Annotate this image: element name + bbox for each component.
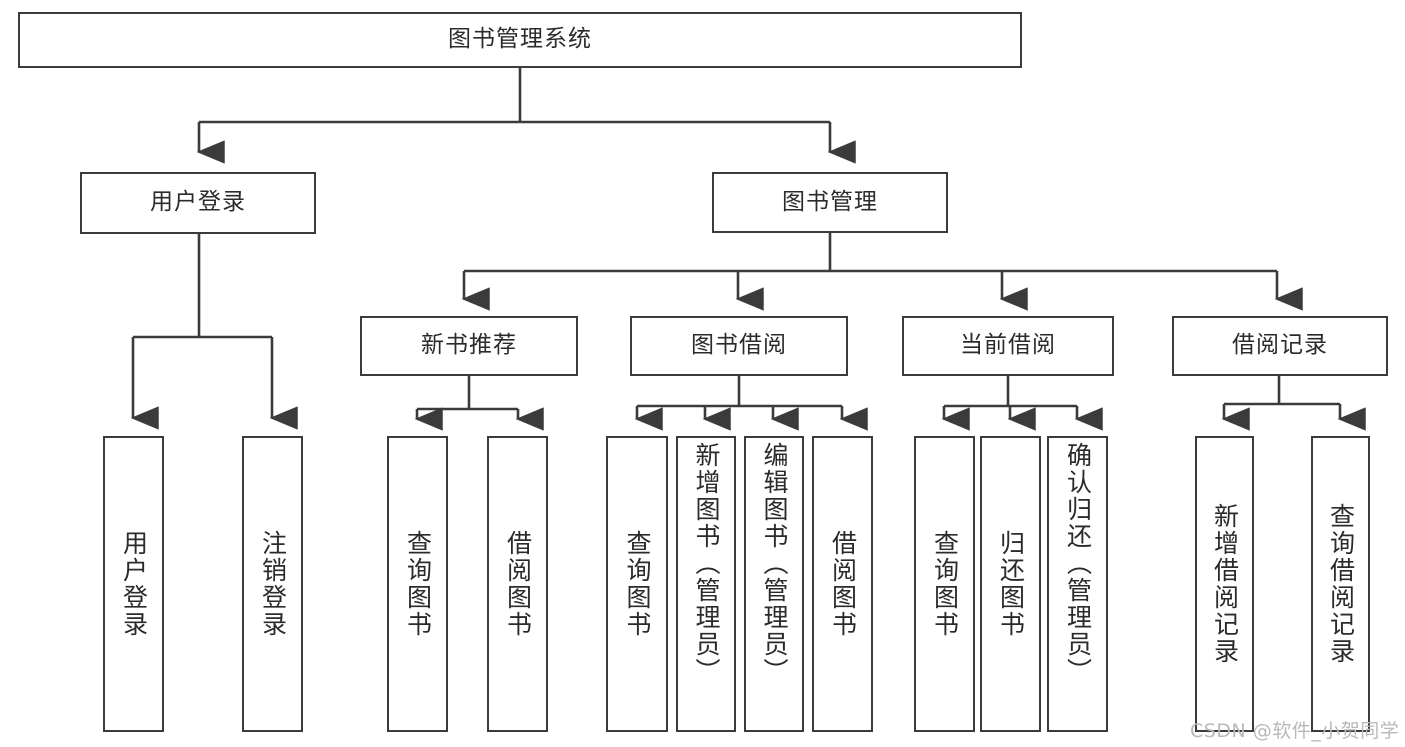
node-borrow-record[interactable]: 借阅记录 (1172, 316, 1388, 376)
leaf-add-borrow-record[interactable]: 新增借阅记录 (1195, 436, 1254, 732)
leaf-add-book-admin[interactable]: 新增图书（管理员） (676, 436, 736, 732)
leaf-borrow-book-recommend[interactable]: 借阅图书 (487, 436, 548, 732)
node-root-system[interactable]: 图书管理系统 (18, 12, 1022, 68)
leaf-query-borrow-record[interactable]: 查询借阅记录 (1311, 436, 1370, 732)
leaf-confirm-return-admin[interactable]: 确认归还（管理员） (1047, 436, 1108, 732)
leaf-return-book[interactable]: 归还图书 (980, 436, 1041, 732)
node-current-borrow[interactable]: 当前借阅 (902, 316, 1114, 376)
leaf-user-login[interactable]: 用户登录 (103, 436, 164, 732)
leaf-query-book-recommend[interactable]: 查询图书 (387, 436, 448, 732)
leaf-borrow-book[interactable]: 借阅图书 (812, 436, 873, 732)
leaf-query-book-borrow[interactable]: 查询图书 (606, 436, 668, 732)
csdn-watermark: CSDN @软件_小贺同学 (1190, 720, 1400, 742)
leaf-logout[interactable]: 注销登录 (242, 436, 303, 732)
node-new-book-recommend[interactable]: 新书推荐 (360, 316, 578, 376)
node-book-management[interactable]: 图书管理 (712, 172, 948, 233)
node-book-borrow[interactable]: 图书借阅 (630, 316, 848, 376)
leaf-edit-book-admin[interactable]: 编辑图书（管理员） (744, 436, 804, 732)
leaf-query-book-current[interactable]: 查询图书 (914, 436, 975, 732)
node-user-login[interactable]: 用户登录 (80, 172, 316, 234)
